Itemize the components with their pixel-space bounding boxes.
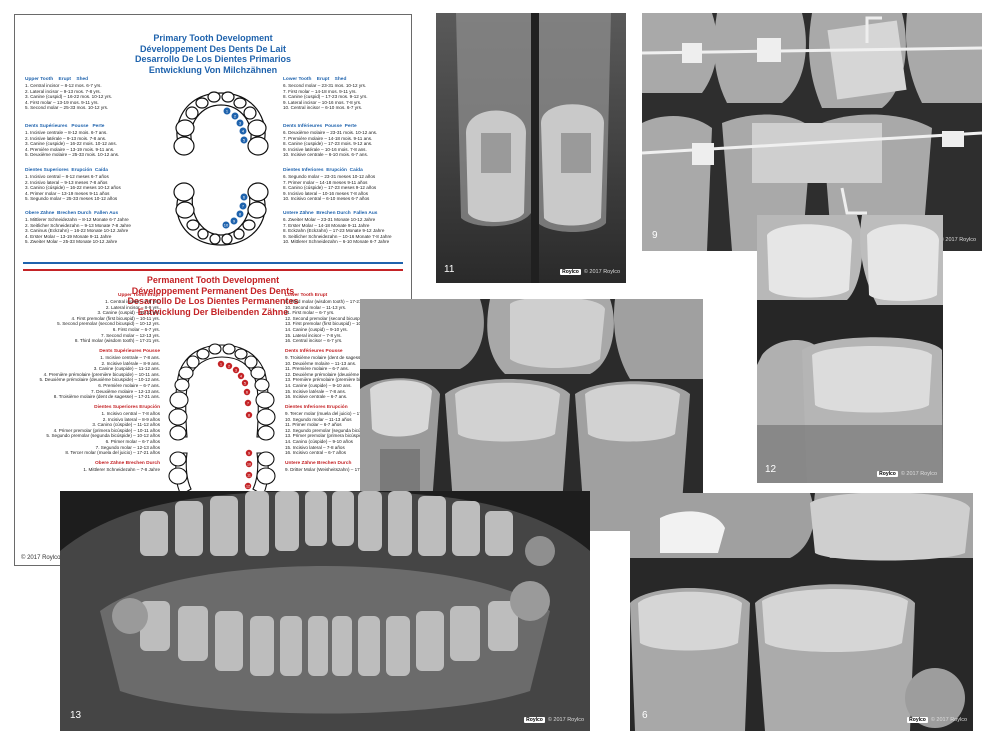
permanent-divider xyxy=(23,269,403,271)
primary-diagram-number: 7 xyxy=(242,204,245,209)
primary-diagram-number: 5 xyxy=(243,138,246,143)
primary-upper-de: Obere Zähne Brechen Durch Fallen Aus 1. … xyxy=(25,211,131,245)
primary-lower-de: Untere Zähne Brechen Durch Fallen Aus 6.… xyxy=(283,211,392,245)
panel-brand-11: Roylco© 2017 Roylco xyxy=(560,269,620,275)
permanent-lower-es: Dientes Inferiores Erupción 9. Tercer mo… xyxy=(285,405,401,456)
permanent-upper-en: Upper Tooth Erupt 1. Central incisor – 7… xyxy=(57,293,160,344)
permanent-upper-fr: Dents Supérieures Pousse 1. Incisive cen… xyxy=(39,349,160,400)
permanent-diagram-number: 6 xyxy=(246,390,248,394)
primary-diagram-number: 6 xyxy=(243,195,246,200)
permanent-title-fr: Développement Permanent Des Dents xyxy=(131,285,295,296)
xray-panel-6: 6 Roylco© 2017 Roylco xyxy=(630,493,973,731)
primary-diagram-number: 10 xyxy=(224,223,229,228)
permanent-lower-en: Lower Tooth Erupt 9. Third molar (wisdom… xyxy=(285,293,391,344)
primary-lower-es: Dientes Inferiores Erupción Caída 6. Seg… xyxy=(283,168,377,202)
primary-title-de: Entwicklung Von Milchzähnen xyxy=(148,64,278,75)
permanent-diagram-number: 3 xyxy=(235,368,237,372)
primary-divider xyxy=(23,262,403,264)
primary-title-es: Desarrollo De Los Dientes Primarios xyxy=(134,54,292,64)
panoramic-xray-image xyxy=(60,491,590,731)
primary-lower-en: Lower Tooth Erupt Shed 6. Second molar –… xyxy=(283,77,368,111)
primary-diagram-number: 2 xyxy=(234,114,237,119)
permanent-diagram-number: 4 xyxy=(240,374,242,378)
permanent-diagram-number: 7 xyxy=(247,401,249,405)
permanent-title-es: Desarrollo De Los Dientes Permanentes xyxy=(127,296,299,306)
permanent-title-de: Entwicklung Der Bleibenden Zähne xyxy=(137,306,289,317)
permanent-diagram-number: 10 xyxy=(247,462,251,466)
molar-filling-xray-image xyxy=(630,493,973,731)
incisor-xray-image xyxy=(436,13,626,283)
primary-diagram-number: 3 xyxy=(239,121,242,126)
primary-diagram-number: 4 xyxy=(242,129,245,134)
permanent-diagram-number: 9 xyxy=(248,451,250,455)
panel-number-9: 9 xyxy=(652,230,658,241)
primary-lower-fr: Dents Inférieures Pousse Perte 6. Deuxiè… xyxy=(283,124,378,158)
tooth-development-chart: Primary Tooth Development Développement … xyxy=(14,14,412,566)
permanent-lower-de: Untere Zähne Brechen Durch 9. Dritter Mo… xyxy=(285,461,380,472)
primary-diagram-number: 8 xyxy=(239,212,242,217)
panel-number-12: 12 xyxy=(765,464,777,475)
xray-panel-12: 12 Roylco© 2017 Roylco xyxy=(757,215,943,483)
panel-number-6: 6 xyxy=(642,710,648,721)
primary-upper-en: Upper Tooth Erupt Shed 1. Central inciso… xyxy=(25,77,113,111)
permanent-diagram-number: 12 xyxy=(246,484,250,488)
primary-title-fr: Développement Des Dents De Lait xyxy=(139,43,287,54)
permanent-lower-fr: Dents Inférieures Pousse 9. Troisième mo… xyxy=(285,349,408,400)
chart-copyright: © 2017 Roylco xyxy=(21,555,61,561)
permanent-diagram-number: 2 xyxy=(228,364,230,368)
permanent-diagram-number: 5 xyxy=(244,381,246,385)
xray-panel-11: 11 Roylco© 2017 Roylco xyxy=(436,13,626,283)
permanent-title-en: Permanent Tooth Development xyxy=(146,275,280,285)
primary-upper-es: Dientes Superiores Erupción Caída 1. Inc… xyxy=(25,168,121,202)
braces-xray-image xyxy=(642,13,982,251)
primary-title-en: Primary Tooth Development xyxy=(153,33,273,43)
primary-diagram-number: 1 xyxy=(226,109,229,114)
panel-brand-12: Roylco© 2017 Roylco xyxy=(877,471,937,477)
primary-teeth-diagram: 1 2 3 4 5 6 7 8 9 10 xyxy=(173,91,269,246)
permanent-diagram-number: 11 xyxy=(247,473,251,477)
primary-upper-fr: Dents Supérieures Pousse Perte 1. Incisi… xyxy=(25,124,120,158)
molar-bitewing-xray-image xyxy=(757,215,943,483)
primary-diagram-number: 9 xyxy=(233,219,236,224)
panel-number-11: 11 xyxy=(444,264,455,275)
panel-brand-13: Roylco© 2017 Roylco xyxy=(524,717,584,723)
panel-brand-6: Roylco© 2017 Roylco xyxy=(907,717,967,723)
permanent-diagram-number: 1 xyxy=(220,362,222,366)
panel-number-13: 13 xyxy=(70,710,82,721)
permanent-diagram-number: 8 xyxy=(248,413,250,417)
xray-panel-9: 9 © 2017 Roylco xyxy=(642,13,982,251)
permanent-upper-es: Dientes Superiores Erupción 1. Incisivo … xyxy=(46,405,160,456)
permanent-upper-de: Obere Zähne Brechen Durch 1. Mittlerer S… xyxy=(83,461,160,472)
xray-panel-13: 13 Roylco© 2017 Roylco xyxy=(60,491,590,731)
permanent-teeth-diagram: 1 2 3 4 5 6 7 8 9 10 11 12 xyxy=(168,343,276,496)
panel-copyright-9: © 2017 Roylco xyxy=(939,237,976,243)
